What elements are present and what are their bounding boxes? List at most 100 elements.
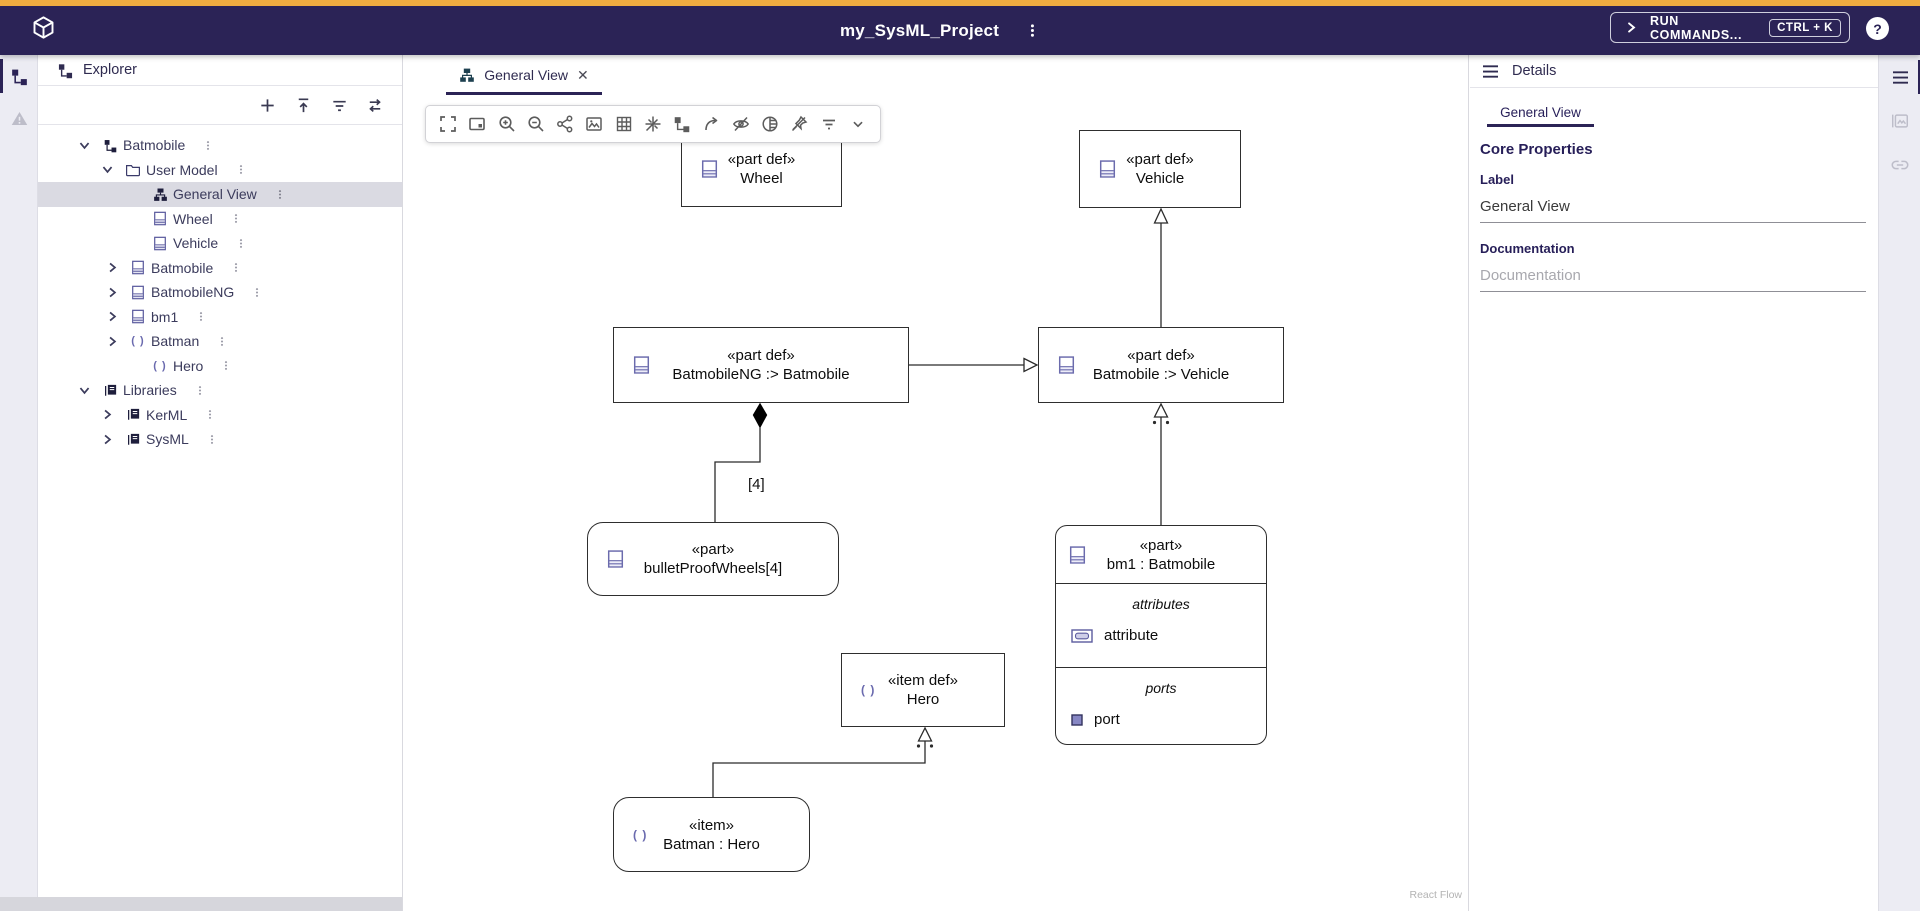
filter-icon[interactable]: [328, 94, 350, 116]
chevron-expanded-icon[interactable]: [101, 162, 123, 178]
kebab-menu-icon[interactable]: [206, 433, 218, 446]
details-header: Details: [1470, 55, 1878, 88]
top-app-bar: my_SysML_Project RUN COMMANDS... CTRL + …: [0, 0, 1920, 55]
close-tab-icon[interactable]: ✕: [577, 67, 589, 83]
tree-item-label: Wheel: [173, 210, 213, 227]
details-tab-general-view[interactable]: General View: [1487, 98, 1594, 127]
hide-icon[interactable]: [729, 112, 753, 136]
tree-item-hero[interactable]: ( ) Hero: [38, 354, 402, 379]
filter-elements-icon[interactable]: [817, 112, 841, 136]
kebab-menu-icon[interactable]: [202, 139, 214, 152]
project-title: my_SysML_Project: [839, 20, 1000, 40]
chevron-collapsed-icon[interactable]: [106, 284, 128, 300]
kebab-menu-icon[interactable]: [216, 335, 228, 348]
swap-representation-icon[interactable]: [364, 94, 386, 116]
chevron-collapsed-icon[interactable]: [106, 333, 128, 349]
kebab-menu-icon[interactable]: [274, 188, 286, 201]
node-part-def-vehicle[interactable]: «part def» Vehicle: [1079, 130, 1241, 208]
item-icon: ( ): [131, 335, 145, 348]
tree-item-kerml[interactable]: KerML: [38, 403, 402, 428]
add-icon[interactable]: [256, 94, 278, 116]
port-item[interactable]: port: [1056, 711, 1266, 728]
ports-compartment[interactable]: ports port: [1056, 667, 1266, 744]
explorer-tree-icon: [58, 63, 73, 78]
node-name: Batmobile :> Vehicle: [1092, 366, 1230, 383]
tree-item-label: Batmobile: [151, 259, 214, 276]
node-part-bm1[interactable]: «part» bm1 : Batmobile attributes attrib…: [1055, 525, 1267, 745]
documentation-input[interactable]: [1480, 265, 1866, 292]
export-image-icon[interactable]: [582, 112, 606, 136]
representations-icon[interactable]: [1879, 99, 1920, 143]
attribute-item[interactable]: attribute: [1056, 627, 1266, 644]
chevron-expanded-icon[interactable]: [78, 137, 100, 153]
node-item-batman[interactable]: ( ) «item» Batman : Hero: [613, 797, 810, 872]
tree-item-vehicle[interactable]: Vehicle: [38, 231, 402, 256]
chevron-collapsed-icon[interactable]: [106, 309, 128, 325]
node-part-def-batmobile[interactable]: «part def» Batmobile :> Vehicle: [1038, 327, 1284, 403]
tree-item-general-view[interactable]: General View: [38, 182, 402, 207]
react-flow-attribution[interactable]: React Flow: [1409, 889, 1462, 901]
chevron-expanded-icon[interactable]: [78, 382, 100, 398]
tree-item-wheel[interactable]: Wheel: [38, 207, 402, 232]
zoom-in-icon[interactable]: [495, 112, 519, 136]
tree-item-bm1[interactable]: bm1: [38, 305, 402, 330]
attributes-compartment[interactable]: attributes attribute: [1056, 583, 1266, 667]
details-menu-icon[interactable]: [1879, 55, 1920, 99]
kebab-menu-icon[interactable]: [230, 212, 242, 225]
run-commands-button[interactable]: RUN COMMANDS... CTRL + K: [1610, 12, 1850, 43]
tree-item-sysml[interactable]: SysML: [38, 427, 402, 452]
tree-item-user-model[interactable]: User Model: [38, 158, 402, 183]
kebab-menu-icon[interactable]: [1025, 22, 1040, 39]
cube-logo-icon[interactable]: [30, 14, 57, 46]
chevron-collapsed-icon[interactable]: [101, 431, 123, 447]
fade-icon[interactable]: [758, 112, 782, 136]
upload-icon[interactable]: [292, 94, 314, 116]
arrange-all-icon[interactable]: [670, 112, 694, 136]
edge-specialization-batmobileng-batmobile[interactable]: [909, 357, 1039, 373]
kebab-menu-icon[interactable]: [230, 261, 242, 274]
tree-item-batmobile-def[interactable]: Batmobile: [38, 256, 402, 281]
zoom-out-icon[interactable]: [524, 112, 548, 136]
tree-item-batmobileng[interactable]: BatmobileNG: [38, 280, 402, 305]
tree-item-batmobile-project[interactable]: Batmobile: [38, 133, 402, 158]
tree-item-libraries[interactable]: Libraries: [38, 378, 402, 403]
compartment-label: ports: [1145, 680, 1177, 696]
snap-off-icon[interactable]: [641, 112, 665, 136]
fullscreen-icon[interactable]: [436, 112, 460, 136]
explorer-tree-icon[interactable]: [0, 55, 38, 97]
kebab-menu-icon[interactable]: [235, 237, 247, 250]
edge-composition-bulletproofwheels[interactable]: [4]: [714, 402, 768, 522]
kebab-menu-icon[interactable]: [220, 359, 232, 372]
kebab-menu-icon[interactable]: [204, 408, 216, 421]
edge-specialization-batmobile-vehicle[interactable]: [1153, 207, 1169, 327]
node-part-def-batmobileng[interactable]: «part def» BatmobileNG :> Batmobile: [613, 327, 909, 403]
help-button[interactable]: ?: [1866, 17, 1889, 40]
label-input[interactable]: [1480, 196, 1866, 223]
tree-item-batman[interactable]: ( ) Batman: [38, 329, 402, 354]
edge-typing-bm1-batmobile[interactable]: [1152, 402, 1170, 525]
share-icon[interactable]: [553, 112, 577, 136]
related-elements-icon[interactable]: [1879, 143, 1920, 187]
chevron-collapsed-icon[interactable]: [106, 260, 128, 276]
details-menu-icon[interactable]: [1481, 64, 1500, 79]
part-def-icon: [150, 211, 170, 226]
kebab-menu-icon[interactable]: [251, 286, 263, 299]
node-part-bulletproofwheels[interactable]: «part» bulletProofWheels[4]: [587, 522, 839, 596]
node-name: Hero: [906, 691, 940, 708]
expand-more-icon[interactable]: [846, 112, 870, 136]
kebab-menu-icon[interactable]: [195, 310, 207, 323]
node-item-def-hero[interactable]: ( ) «item def» Hero: [841, 653, 1005, 727]
chevron-collapsed-icon[interactable]: [101, 407, 123, 423]
unpin-icon[interactable]: [787, 112, 811, 136]
grid-icon[interactable]: [612, 112, 636, 136]
tree-item-label: Libraries: [123, 382, 177, 399]
diagram-canvas[interactable]: [4] «part def»: [403, 95, 1468, 911]
validation-warning-icon[interactable]: [0, 97, 38, 139]
edge-typing-batman-hero[interactable]: [712, 726, 934, 797]
kebab-menu-icon[interactable]: [194, 384, 206, 397]
tab-general-view[interactable]: General View ✕: [446, 55, 602, 95]
kebab-menu-icon[interactable]: [235, 163, 247, 176]
horizontal-scrollbar[interactable]: [0, 897, 402, 911]
reroute-icon[interactable]: [700, 112, 724, 136]
fit-view-icon[interactable]: [465, 112, 489, 136]
